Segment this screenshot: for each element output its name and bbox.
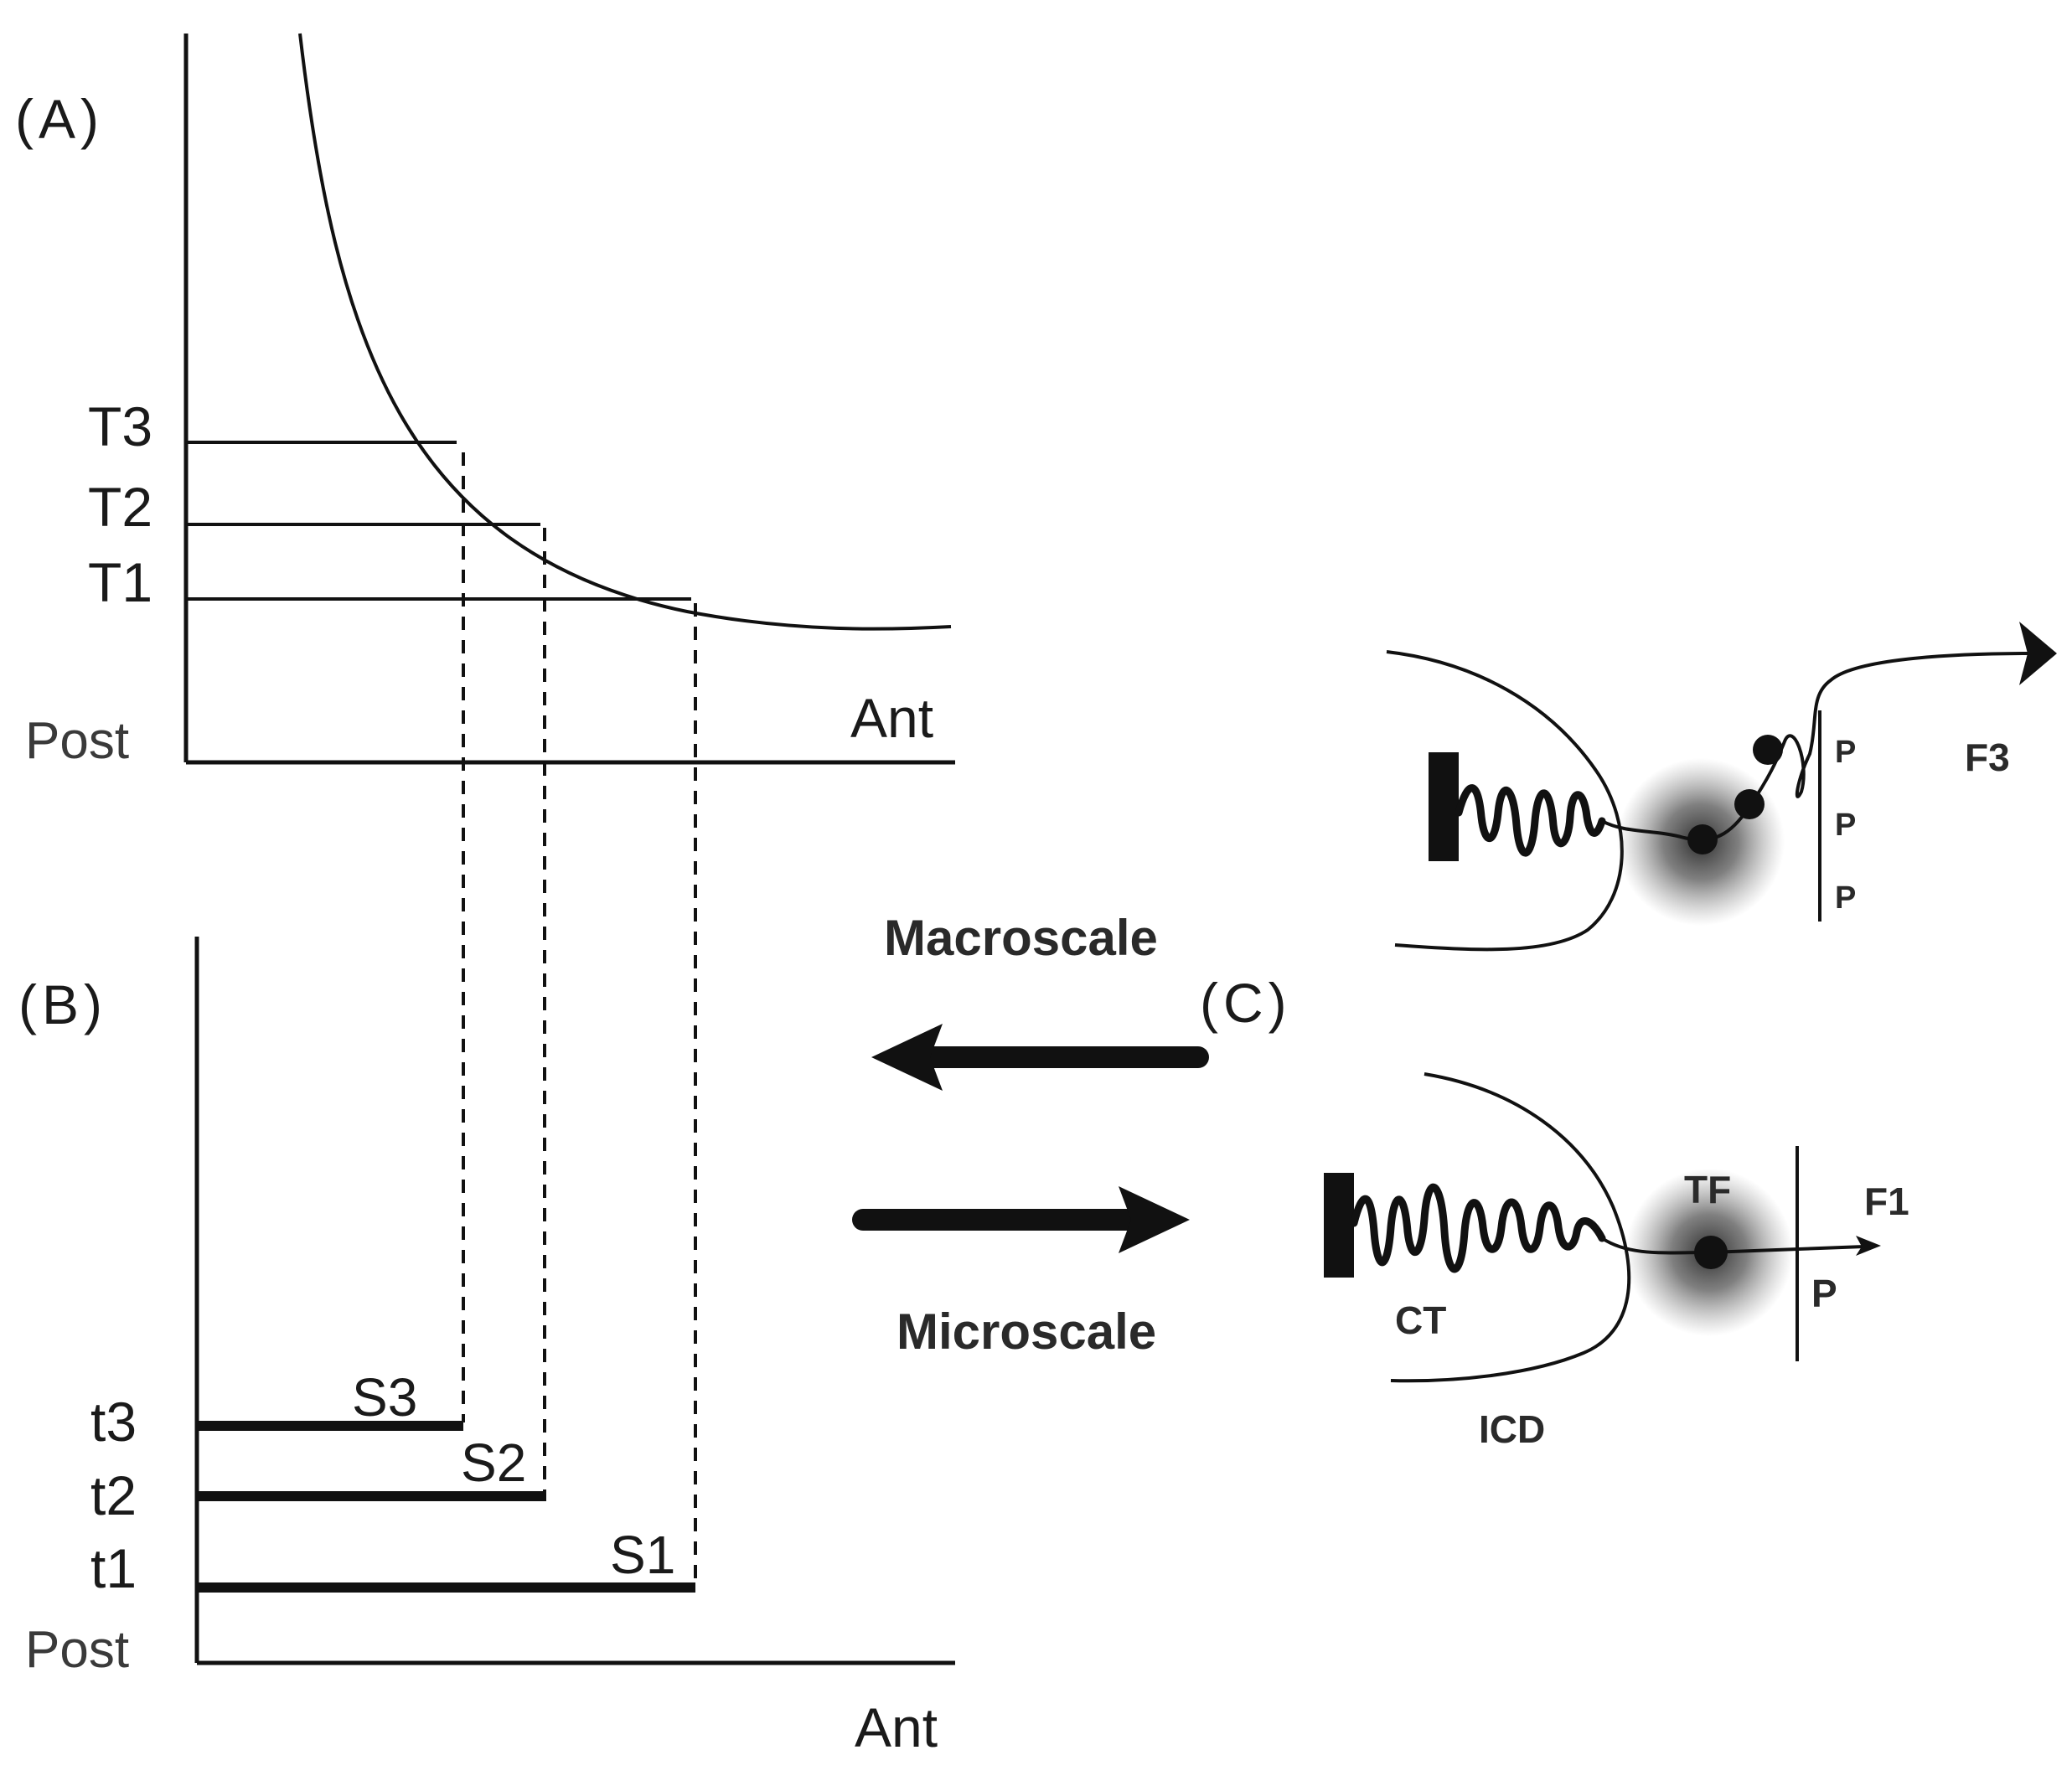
- ct-label: CT: [1395, 1298, 1446, 1342]
- time-label-t3: t3: [90, 1391, 137, 1453]
- threshold-label-t2: T2: [88, 476, 152, 538]
- scale-arrows: Macroscale Microscale: [852, 910, 1209, 1360]
- segment-label-s3: S3: [352, 1367, 417, 1428]
- segment-label-s2: S2: [461, 1433, 526, 1493]
- panel-c: (C) P P P F3 TF: [1200, 622, 2057, 1451]
- panel-a: (A) T3 T2 T1 Post Ant: [15, 33, 955, 770]
- cell-bottom-membrane: [1390, 1072, 1631, 1383]
- right-arrow: [852, 1186, 1190, 1253]
- threshold-label-t3: T3: [88, 395, 152, 457]
- macroscale-label: Macroscale: [884, 910, 1158, 966]
- panel-b: (B) t3 t2 t1 S3 S2 S1 Post Ant: [18, 937, 955, 1758]
- icd-label: ICD: [1479, 1407, 1545, 1451]
- segment-label-s1: S1: [610, 1525, 675, 1585]
- phospho-dot: [1734, 789, 1765, 819]
- cell-top-anchor: [1429, 752, 1459, 861]
- panel-c-label: (C): [1200, 972, 1292, 1034]
- phospho-dot: [1753, 735, 1783, 765]
- tf-label: TF: [1684, 1168, 1731, 1211]
- panel-a-post-label: Post: [25, 712, 129, 770]
- f1-label: F1: [1864, 1180, 1909, 1223]
- microscale-label: Microscale: [896, 1304, 1156, 1360]
- cell-bottom-anchor: [1324, 1173, 1354, 1278]
- left-arrow: [871, 1024, 1209, 1091]
- flagellum-arrowhead: [2019, 622, 2057, 685]
- p-label: P: [1835, 735, 1856, 770]
- cell-top-protein-chain: [1455, 784, 1606, 857]
- phospho-dot: [1687, 824, 1718, 854]
- f1-arrowhead: [1856, 1236, 1881, 1256]
- p-label: P: [1835, 808, 1856, 843]
- panel-b-post-label: Post: [25, 1621, 129, 1679]
- threshold-label-t1: T1: [88, 551, 152, 613]
- panel-b-label: (B): [18, 973, 107, 1035]
- projection-lines: [462, 452, 697, 1583]
- gradient-curve: [298, 33, 952, 631]
- panel-a-ant-label: Ant: [850, 687, 933, 749]
- tf-dot: [1694, 1236, 1728, 1269]
- time-label-t1: t1: [90, 1537, 137, 1599]
- panel-a-label: (A): [15, 88, 104, 150]
- p-label: P: [1835, 880, 1856, 916]
- cell-top: P P P F3: [1386, 622, 2057, 952]
- f3-label: F3: [1965, 736, 2010, 779]
- cell-bottom: TF F1 P CT ICD: [1324, 1072, 1909, 1451]
- cell-bottom-protein-chain: [1350, 1183, 1606, 1273]
- panel-b-ant-label: Ant: [855, 1696, 938, 1758]
- p-label-bottom: P: [1811, 1272, 1837, 1315]
- time-label-t2: t2: [90, 1464, 137, 1526]
